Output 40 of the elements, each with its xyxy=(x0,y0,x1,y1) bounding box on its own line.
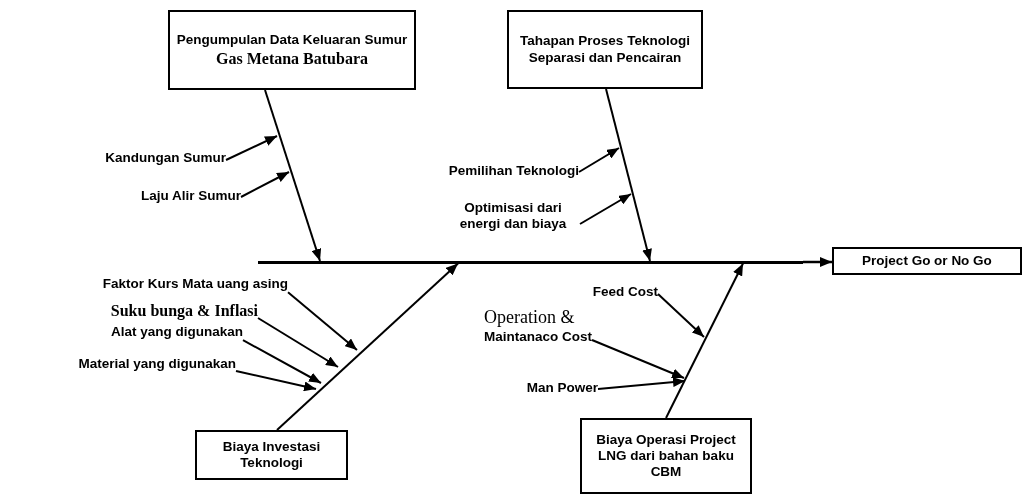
arrow xyxy=(235,370,317,392)
box-heading: Tahapan Proses Teknologi Separasi dan Pencairan xyxy=(519,33,691,66)
arrow xyxy=(597,377,686,390)
bone-arrow xyxy=(276,262,459,431)
cause-label: Pemilihan Teknologi xyxy=(448,163,579,180)
arrow xyxy=(225,135,278,161)
cause-label: Material yang digunakan xyxy=(78,356,236,373)
cause-label: Maintanaco Cost xyxy=(484,328,592,345)
arrow xyxy=(657,293,705,338)
cause-label: Laju Alir Sumur xyxy=(141,188,241,205)
category-box xyxy=(507,10,703,89)
cause-label: Suku bunga & Inflasi xyxy=(110,301,258,321)
cause-label: Feed Cost xyxy=(592,284,658,301)
arrow xyxy=(287,291,358,351)
arrow xyxy=(579,193,632,225)
box-heading: Project Go or No Go xyxy=(862,252,992,270)
cause-label: Faktor Kurs Mata uang asing xyxy=(102,276,288,293)
undefined xyxy=(258,261,803,264)
box-heading: Biaya Investasi Teknologi xyxy=(221,438,322,472)
cause-label: Man Power xyxy=(526,380,598,397)
box-heading: Biaya Operasi Project LNG dari bahan baku CBM xyxy=(595,431,737,481)
cause-label: Operation & xyxy=(484,307,575,329)
category-box xyxy=(168,10,416,90)
cause-label: Kandungan Sumur xyxy=(105,150,226,167)
cause-label: Optimisasi dari energi dan biaya xyxy=(458,200,568,233)
effect-box xyxy=(832,247,1022,275)
box-subheading: Gas Metana Batubara xyxy=(216,48,368,68)
arrow xyxy=(240,171,290,198)
arrow xyxy=(591,339,685,379)
bone-arrow xyxy=(264,89,322,262)
arrow xyxy=(803,257,832,267)
bone-arrow xyxy=(605,88,652,262)
category-box xyxy=(580,418,752,494)
arrow xyxy=(242,339,322,384)
box-heading: Pengumpulan Data Keluaran Sumur xyxy=(176,32,408,49)
bone-arrow xyxy=(665,262,744,419)
cause-label: Alat yang digunakan xyxy=(110,324,243,341)
arrow xyxy=(578,147,620,173)
category-box xyxy=(195,430,348,480)
arrow xyxy=(257,317,339,368)
